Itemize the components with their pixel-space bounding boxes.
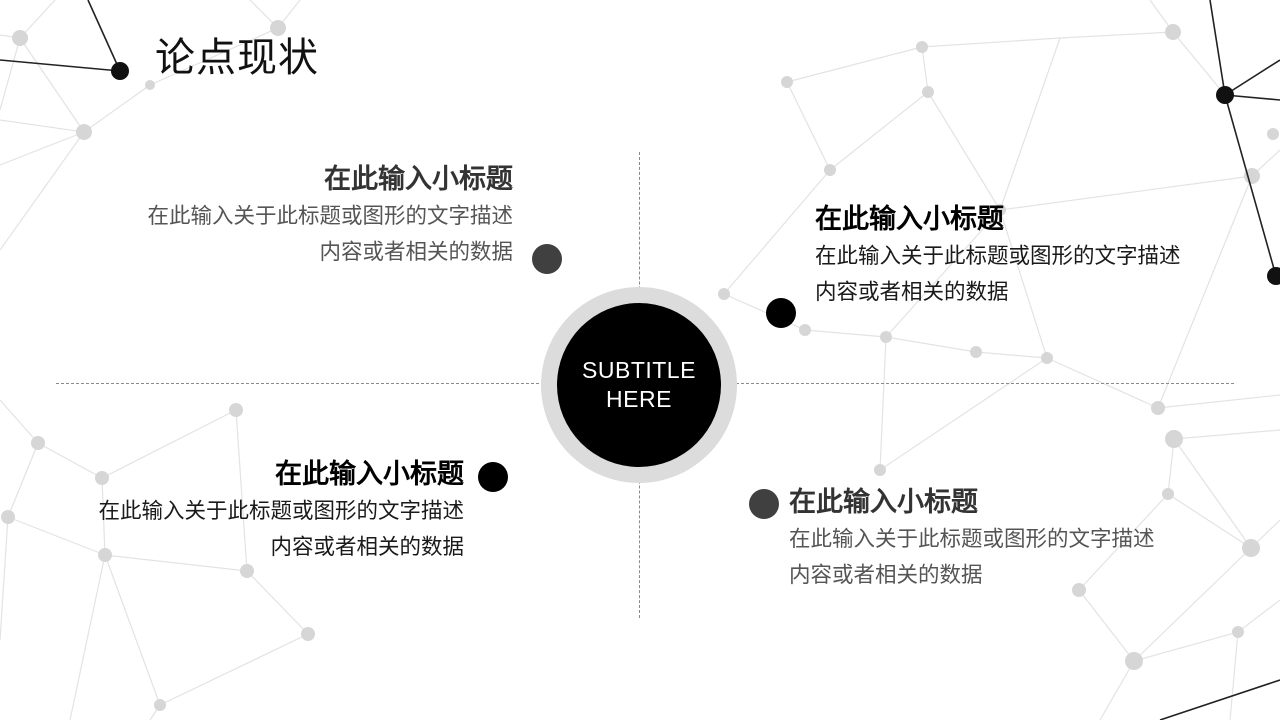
block-desc-line-2: 内容或者相关的数据 [270,535,464,560]
block-desc-line-1: 在此输入关于此标题或图形的文字描述 [98,499,464,524]
bullet-dot [478,462,508,492]
center-line-2: HERE [606,386,672,412]
bullet-dot [532,244,562,274]
block-desc-line-1: 在此输入关于此标题或图形的文字描述 [789,527,1155,552]
block-top-right: 在此输入小标题 在此输入关于此标题或图形的文字描述 内容或者相关的数据 [815,201,1181,311]
block-heading: 在此输入小标题 [815,204,1004,235]
block-heading: 在此输入小标题 [275,459,464,490]
block-desc-line-1: 在此输入关于此标题或图形的文字描述 [815,244,1181,269]
bullet-dot [749,489,779,519]
bullet-dot [766,298,796,328]
block-desc-line-2: 内容或者相关的数据 [815,280,1009,305]
block-heading: 在此输入小标题 [324,164,513,195]
block-desc-line-1: 在此输入关于此标题或图形的文字描述 [147,204,513,229]
block-bottom-left: 在此输入小标题 在此输入关于此标题或图形的文字描述 内容或者相关的数据 [98,456,464,566]
block-bottom-right: 在此输入小标题 在此输入关于此标题或图形的文字描述 内容或者相关的数据 [789,484,1155,594]
center-badge: SUBTITLE HERE [557,303,721,467]
block-heading: 在此输入小标题 [789,487,978,518]
block-desc-line-2: 内容或者相关的数据 [319,240,513,265]
center-line-1: SUBTITLE [582,357,696,383]
page-title: 论点现状 [155,35,319,81]
block-top-left: 在此输入小标题 在此输入关于此标题或图形的文字描述 内容或者相关的数据 [147,161,513,271]
block-desc-line-2: 内容或者相关的数据 [789,563,983,588]
